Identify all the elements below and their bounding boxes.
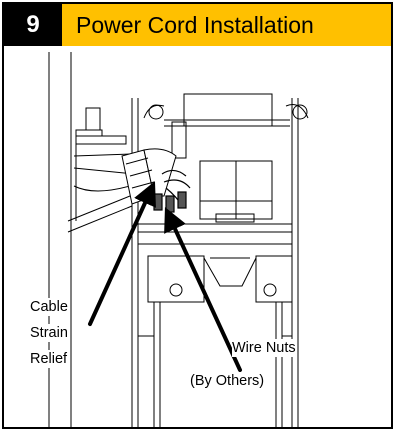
strain-relief-label-line-2: Strain <box>30 324 68 342</box>
step-number: 9 <box>4 4 62 46</box>
mounting-bracket <box>67 107 135 233</box>
step-header: 9 Power Cord Installation <box>4 4 391 46</box>
strain-relief-arrow <box>88 181 156 326</box>
wire-nuts-label: Wire Nuts <box>232 339 296 357</box>
strain-relief-label-line-1: Cable <box>30 298 68 316</box>
fixture-drawing <box>48 52 309 427</box>
step-title: Power Cord Installation <box>76 12 314 38</box>
callout-arrows <box>88 181 242 372</box>
left-rail <box>48 52 72 427</box>
wire-nuts-arrow <box>164 207 242 372</box>
wire-nuts-note: (By Others) <box>190 372 265 390</box>
instruction-panel: 9 Power Cord Installation <box>2 2 393 429</box>
strain-relief-label-line-3: Relief <box>30 350 68 368</box>
wire-nuts <box>153 169 191 213</box>
